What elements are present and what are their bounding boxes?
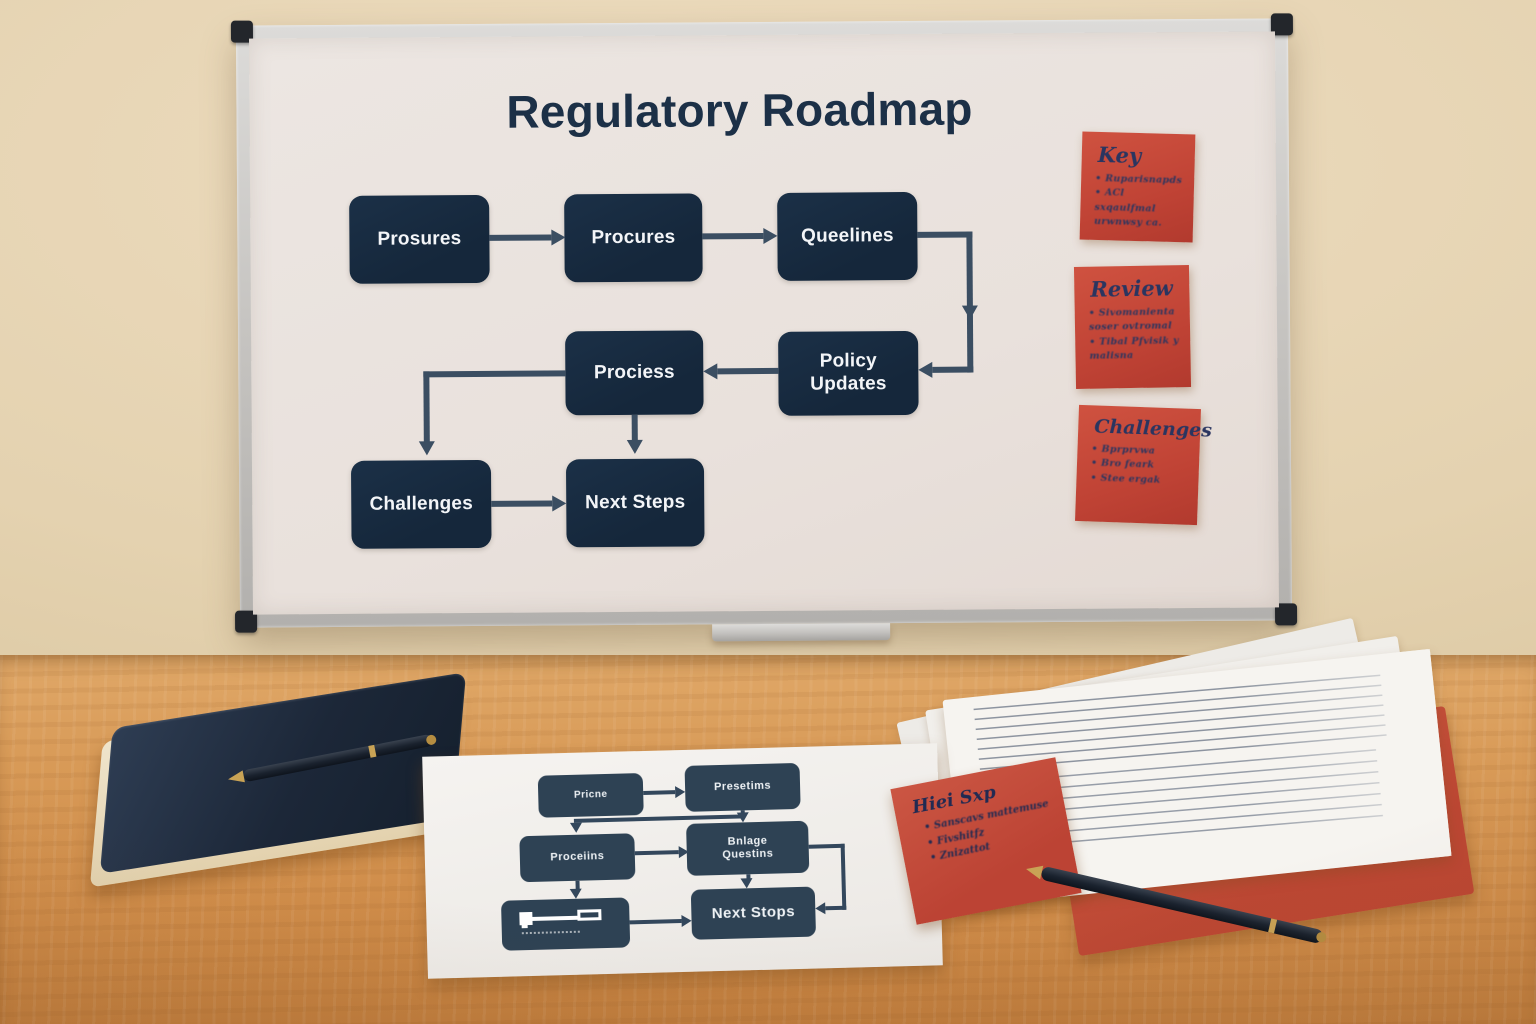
arrowhead-icon	[740, 878, 753, 889]
flow-node-procures: Procures	[564, 193, 703, 283]
flow-node-prociess: Prociess	[565, 330, 704, 416]
flow-node-label: Procures	[591, 226, 676, 248]
arrowhead-icon	[703, 363, 718, 380]
flow-arrow	[917, 231, 973, 238]
flow-node-label: Queelines	[801, 224, 894, 247]
sticky-note-item: Tibal Pfvisik y malisna	[1089, 334, 1181, 364]
paper-node-pricne: Pricne	[537, 773, 644, 818]
flow-node-label: Prociess	[593, 361, 675, 383]
paper-arrow	[643, 790, 676, 796]
arrowhead-icon	[681, 914, 692, 928]
paper-node-label: Bnlage Questins	[722, 834, 774, 861]
flow-arrow	[423, 371, 430, 444]
paper-node-label: Next Stops	[711, 903, 796, 923]
paper-node-bnlage-questins: Bnlage Questins	[686, 820, 810, 876]
flow-arrow	[932, 366, 974, 373]
arrowhead-icon	[763, 227, 778, 245]
flow-node-label: Policy Updates	[810, 350, 887, 395]
arrowhead-icon	[918, 361, 933, 378]
key-caption-line	[521, 930, 580, 935]
sticky-note-challenges: Challenges Bprprvwa Bro feark Stee ergak	[1075, 404, 1213, 526]
sticky-note-item: Stee ergak	[1090, 471, 1189, 489]
flow-arrow	[631, 414, 638, 442]
paper-node-next-stops: Next Stops	[690, 886, 817, 940]
sticky-note-item: ACl sxqaulfmal urwnwsy ca.	[1094, 186, 1185, 231]
flow-node-prosures: Prosures	[349, 194, 490, 284]
paper-arrow	[840, 843, 847, 910]
arrowhead-icon	[626, 439, 643, 454]
flow-arrow	[966, 231, 974, 373]
paper-arrow	[634, 850, 679, 856]
paper-node-label: Presetims	[713, 780, 772, 794]
paper-node-key	[500, 897, 631, 951]
arrowhead-icon	[678, 845, 689, 859]
flow-arrow	[717, 367, 779, 375]
sticky-note-key: Key Ruparisnapds ACl sxqaulfmal urwnwsy …	[1079, 131, 1196, 243]
flow-node-challenges: Challenges	[350, 459, 492, 549]
flow-node-label: Next Steps	[585, 491, 686, 513]
marker-tray	[712, 623, 891, 642]
sticky-note-title: Review	[1090, 275, 1173, 302]
flow-node-next-steps: Next Steps	[565, 458, 705, 548]
sticky-note-title: Key	[1097, 141, 1142, 169]
arrowhead-icon	[552, 495, 567, 512]
arrowhead-icon	[675, 785, 686, 799]
paper-node-proceiins: Proceiins	[519, 833, 636, 883]
sticky-note-title: Challenges	[1093, 415, 1213, 442]
arrowhead-icon	[418, 441, 435, 456]
sticky-note-review: Review Sivomanienta soser ovtromal Tibal…	[1073, 265, 1192, 389]
flow-arrow	[702, 233, 764, 240]
arrowhead-icon	[569, 822, 583, 833]
arrowhead-icon	[736, 812, 750, 823]
paper-node-presetims: Presetims	[684, 762, 801, 812]
arrowhead-icon	[961, 305, 978, 320]
flow-arrow	[491, 500, 553, 507]
pen-ring-icon	[368, 744, 377, 758]
pen-ring-icon	[1268, 918, 1278, 934]
flow-node-queelines: Queelines	[777, 191, 918, 281]
arrowhead-icon	[815, 902, 826, 915]
arrowhead-icon	[569, 888, 582, 899]
flow-arrow	[489, 234, 552, 241]
sticky-note-item: Sivomanienta soser ovtromal	[1089, 305, 1181, 335]
paper-arrow	[825, 905, 847, 911]
flow-node-label: Prosures	[377, 227, 462, 250]
flow-node-label: Challenges	[369, 492, 474, 515]
flow-arrow	[423, 370, 566, 378]
paper-arrow	[808, 843, 845, 849]
paper-node-label: Proceiins	[550, 850, 605, 864]
flowchart-printout: Pricne Presetims Proceiins Bnlage Questi…	[422, 743, 943, 979]
paper-arrow	[629, 919, 682, 925]
arrowhead-icon	[551, 229, 566, 246]
key-icon	[519, 906, 612, 942]
board-title: Regulatory Roadmap	[506, 82, 973, 138]
flow-node-policy-updates: Policy Updates	[778, 330, 919, 416]
paper-node-label: Pricne	[573, 788, 608, 801]
